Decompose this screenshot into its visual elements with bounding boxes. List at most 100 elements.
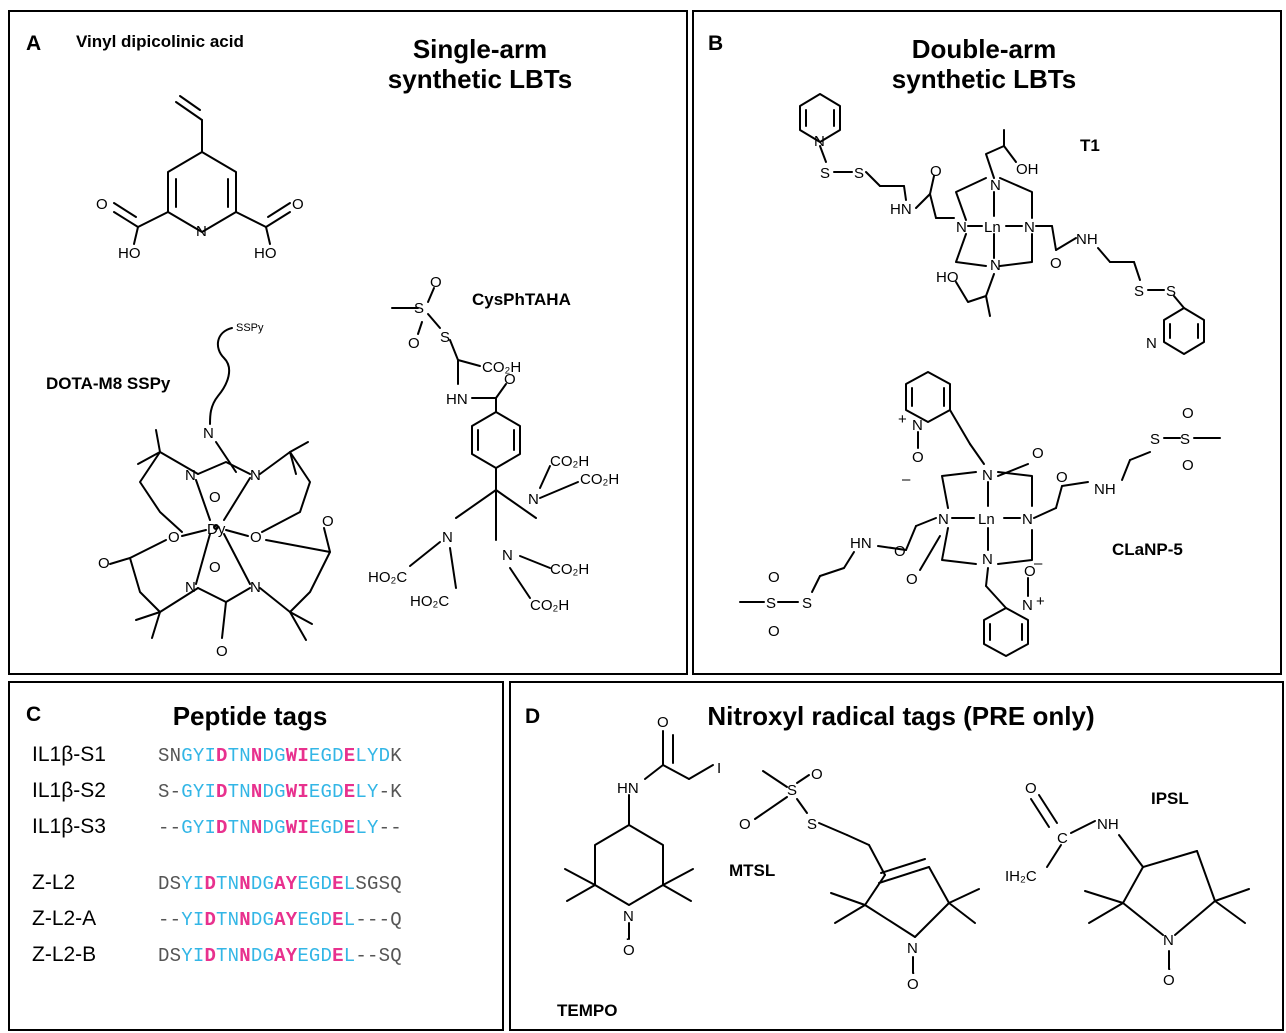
panel-title-a: Single-arm synthetic LBTs <box>387 34 573 94</box>
panel-letter-c: C <box>26 703 42 726</box>
atom-o: O <box>907 976 919 993</box>
atom-ho: HO <box>118 245 141 262</box>
atom-o: O <box>1025 780 1037 797</box>
atom-rad: · <box>625 930 630 947</box>
atom-o: O <box>1050 255 1062 272</box>
atom-s: S <box>1150 431 1160 448</box>
panel-letter-d: D <box>525 705 541 728</box>
structure-clanp-5: N + O – N N Ln N N O O – O NH S S O O <box>739 371 1221 657</box>
atom-o: O <box>292 196 304 213</box>
atom-hn: HN <box>446 391 468 408</box>
atom-o: O <box>1024 563 1036 580</box>
atom-o: O <box>894 543 906 560</box>
structure-t1: N S S HN O N Ln N N N OH HO O <box>799 93 1205 355</box>
atom-s: S <box>820 165 830 182</box>
panel-letter-b: B <box>708 32 724 55</box>
peptide-name: Z-L2-B <box>32 943 97 966</box>
atom-o: O <box>1163 972 1175 989</box>
atom-s: S <box>414 300 424 317</box>
atom-n: N <box>938 511 949 528</box>
atom-o: O <box>1032 445 1044 462</box>
peptide-row: Z-L2-A--YIDTNNDGAYEGDEL---Q <box>32 907 492 941</box>
atom-s: S <box>807 816 817 833</box>
peptide-sequence: DSYIDTNNDGAYEGDELSGSQ <box>158 873 402 895</box>
peptide-name: Z-L2 <box>32 871 76 894</box>
atom-n: N <box>502 547 513 564</box>
atom-n: N <box>1146 335 1157 352</box>
atom-o: O <box>504 371 516 388</box>
atom-n: N <box>185 579 196 596</box>
atom-co2h: CO₂H <box>482 359 521 376</box>
atom-o: O <box>96 196 108 213</box>
atom-minus: – <box>902 471 911 488</box>
atom-o: O <box>430 274 442 291</box>
label-mtsl: MTSL <box>729 861 776 880</box>
panel-letter-a: A <box>26 32 42 55</box>
atom-n: N <box>907 940 918 957</box>
peptide-row: IL1β-S3 --GYIDTNNDGWIEGDELY-- <box>32 815 492 849</box>
atom-s: S <box>440 329 450 346</box>
atom-s: S <box>854 165 864 182</box>
atom-n: N <box>250 579 261 596</box>
atom-hn: HN <box>850 535 872 552</box>
label-ipsl: IPSL <box>1151 789 1189 808</box>
atom-plus: + <box>898 411 907 428</box>
atom-nh: NH <box>1076 231 1098 248</box>
atom-n: N <box>203 425 214 442</box>
atom-ho: HO <box>254 245 277 262</box>
atom-o: O <box>322 513 334 530</box>
atom-rad: · <box>1167 960 1172 977</box>
atom-ih2c: IH₂C <box>1005 868 1037 885</box>
atom-s: S <box>1166 283 1176 300</box>
atom-o: O <box>930 163 942 180</box>
atom-hn: HN <box>617 780 639 797</box>
structure-ipsl: O C NH IH₂C N O · <box>1005 780 1250 989</box>
peptide-name: Z-L2-A <box>32 907 97 930</box>
atom-o: O <box>768 569 780 586</box>
atom-o: O <box>209 559 221 576</box>
atom-oh: OH <box>1016 161 1039 178</box>
atom-o: O <box>1056 469 1068 486</box>
atom-o: O <box>250 529 262 546</box>
label-cysphtaha: CysPhTAHA <box>472 290 571 309</box>
panel-d: D Nitroxyl radical tags (PRE only) TEMPO… <box>509 681 1284 1031</box>
peptide-name: IL1β-S3 <box>32 815 106 838</box>
atom-n: N <box>956 219 967 236</box>
label-clanp-5: CLaNP-5 <box>1112 540 1183 559</box>
structure-tempo: O I HN N O · <box>564 714 721 959</box>
atom-co2h: CO₂H <box>550 561 589 578</box>
atom-n: N <box>196 223 207 240</box>
atom-n: N <box>1022 511 1033 528</box>
atom-o: O <box>623 942 635 959</box>
panel-title-b: Double-arm synthetic LBTs <box>891 34 1077 94</box>
atom-n: N <box>528 491 539 508</box>
atom-o: O <box>209 489 221 506</box>
atom-co2h: CO₂H <box>530 597 569 614</box>
label-sspy: SSPy <box>236 322 264 334</box>
atom-hn: HN <box>890 201 912 218</box>
panel-a: A Single-arm synthetic LBTs Vinyl dipico… <box>8 10 688 675</box>
atom-rad: · <box>911 964 916 981</box>
atom-o: O <box>98 555 110 572</box>
atom-c: C <box>1057 830 1068 847</box>
atom-i: I <box>717 760 721 777</box>
panel-title-c: Peptide tags <box>172 701 328 731</box>
atom-n: N <box>982 551 993 568</box>
atom-co2h: CO₂H <box>550 453 589 470</box>
atom-n: N <box>990 257 1001 274</box>
panel-b: B Double-arm synthetic LBTs T1 CLaNP-5 N… <box>692 10 1282 675</box>
peptide-sequence: --GYIDTNNDGWIEGDELY-- <box>158 817 402 839</box>
atom-o: O <box>216 643 228 660</box>
atom-n: N <box>1022 597 1033 614</box>
atom-o: O <box>408 335 420 352</box>
atom-co2h: CO₂H <box>580 471 619 488</box>
peptide-name: IL1β-S1 <box>32 743 106 766</box>
atom-ln: Ln <box>984 219 1001 236</box>
atom-s: S <box>787 782 797 799</box>
atom-o: O <box>657 714 669 731</box>
label-t1: T1 <box>1080 136 1100 155</box>
